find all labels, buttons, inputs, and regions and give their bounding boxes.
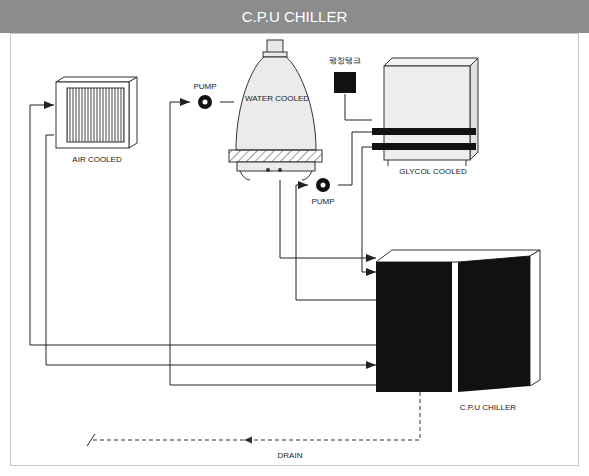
pipe-end [87,434,95,446]
unit-side [129,77,137,148]
component-node: AIR COOLED [54,76,140,166]
pipe-connector [338,132,372,185]
pump-hub [321,183,326,188]
tower-fill [229,150,322,162]
pipe-connector [345,94,372,120]
component-label: PUMP [193,82,216,92]
component-label: WATER COOLED [245,94,309,104]
pipe-connector [362,147,376,272]
flow-arrow [244,437,252,444]
tower-basin [237,162,315,171]
title-bar [0,0,589,33]
tower-body [236,57,316,150]
pump-symbol [316,178,330,192]
title: C.P.U CHILLER [0,0,589,33]
component-node: WATER COOLED [234,40,320,180]
component-node: GLYCOL COOLED [372,52,484,178]
drain-line [87,392,420,446]
pipe-connector [296,185,376,300]
component-label: GLYCOL COOLED [399,167,467,177]
pipe-connector [220,102,234,103]
air-cooled-unit [56,77,137,148]
component-label: C.P.U CHILLER [460,403,516,413]
grille [67,88,124,142]
unit-panel [458,256,530,392]
component-node: C.P.U CHILLER [376,250,540,416]
unit-side [530,250,540,386]
nozzle [266,168,270,172]
component-label: AIR COOLED [72,155,121,165]
coil-tube [372,143,476,150]
unit-leg [388,160,389,166]
component-node: PUMP [308,176,338,208]
pump-hub [203,100,208,105]
tower-legs [240,171,312,180]
cooling-tower [229,40,322,180]
unit-top [56,77,137,82]
tower-cap [263,52,287,57]
drain-pipe [92,392,420,440]
glycol-unit [372,58,478,166]
expansion-tank [334,72,356,93]
unit-leg [466,160,467,166]
component-node: PUMP [190,80,220,110]
component-node: 팽창탱크 [322,54,368,94]
pipe-connector [46,135,376,365]
pumps [198,95,330,192]
frame [11,34,579,466]
chiller-unit [376,250,540,392]
coil-tube [372,128,476,135]
pipe-label: DRAIN [276,451,305,461]
component-label: 팽창탱크 [329,56,361,66]
nozzle [278,168,282,172]
pipe-connector [30,105,376,345]
pump-symbol [198,95,212,109]
pipe-connector [170,102,376,385]
component-label: PUMP [311,197,334,207]
unit-top [384,58,478,66]
unit-front [56,82,129,148]
unit-panel [376,262,452,392]
